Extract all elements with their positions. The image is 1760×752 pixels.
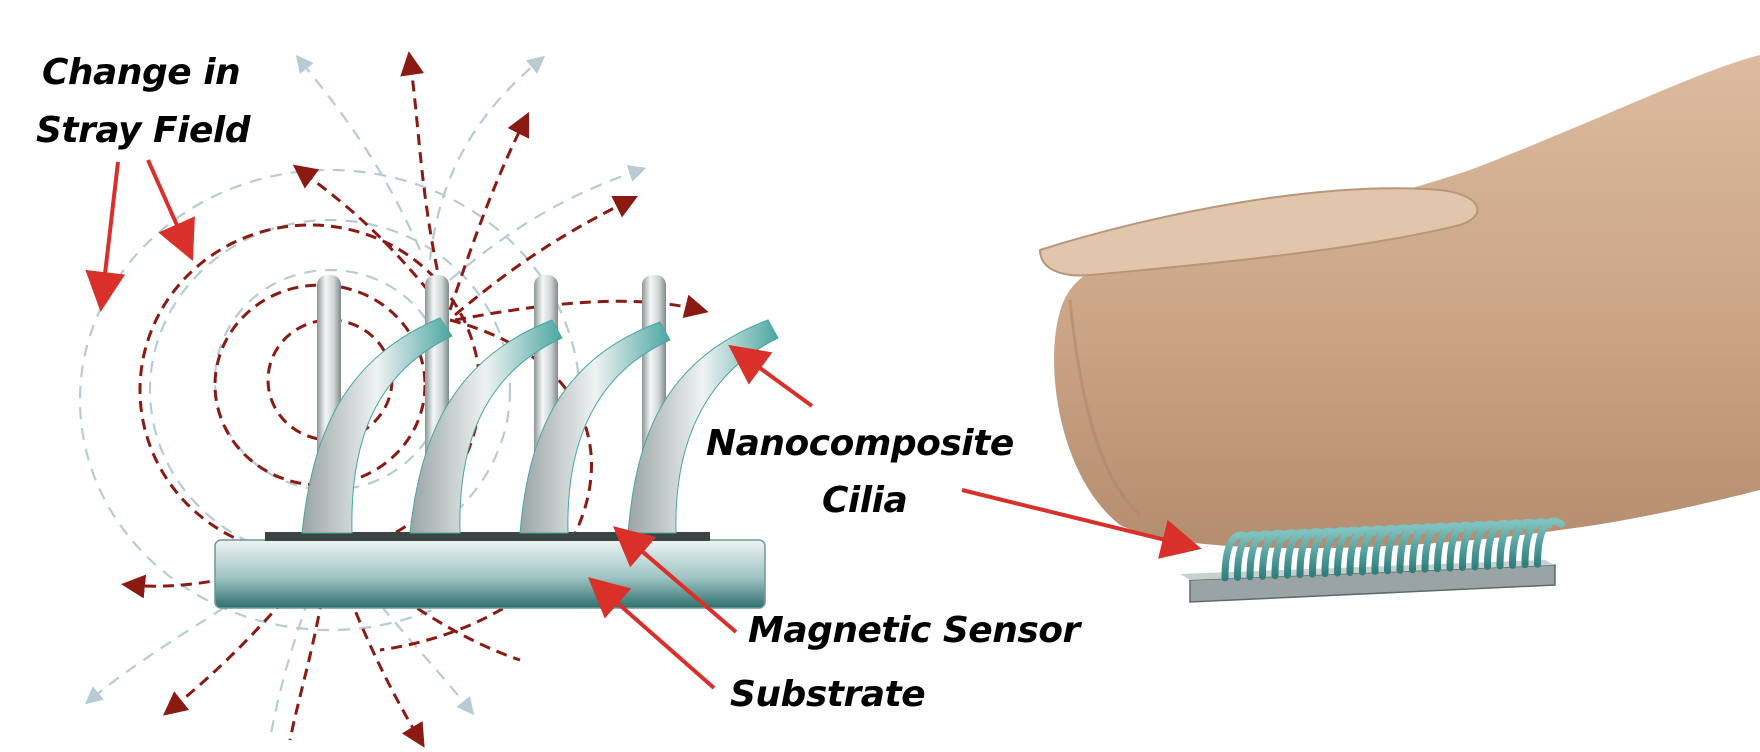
substrate-arrow [587, 577, 716, 690]
sensor-arrow [612, 526, 738, 634]
stray-field-arrow-2 [146, 159, 195, 261]
stray-field-arrow-1 [85, 161, 126, 312]
cilia-sensor-device [1180, 517, 1565, 603]
finger-illustration [1038, 55, 1760, 549]
cilia-device-arrow [961, 488, 1202, 559]
stray-field-label-line2: Stray Field [36, 110, 252, 151]
labels: Change in Stray Field Nanocomposite Cili… [36, 52, 1083, 715]
cilia-arrow [728, 344, 814, 408]
cilia-label-line1: Nanocomposite [706, 423, 1014, 464]
cilia-label-line2: Cilia [822, 480, 907, 521]
substrate-block [214, 539, 766, 609]
bent-cilia [301, 317, 779, 534]
substrate-label: Substrate [730, 674, 925, 715]
callout-arrows [85, 159, 1202, 690]
magnetic-sensor-label: Magnetic Sensor [748, 610, 1082, 651]
dark-field-lines [121, 51, 709, 748]
device-cilium [1534, 517, 1565, 568]
magnetic-sensor-layer [265, 532, 710, 541]
stray-field-label-line1: Change in [42, 52, 240, 93]
